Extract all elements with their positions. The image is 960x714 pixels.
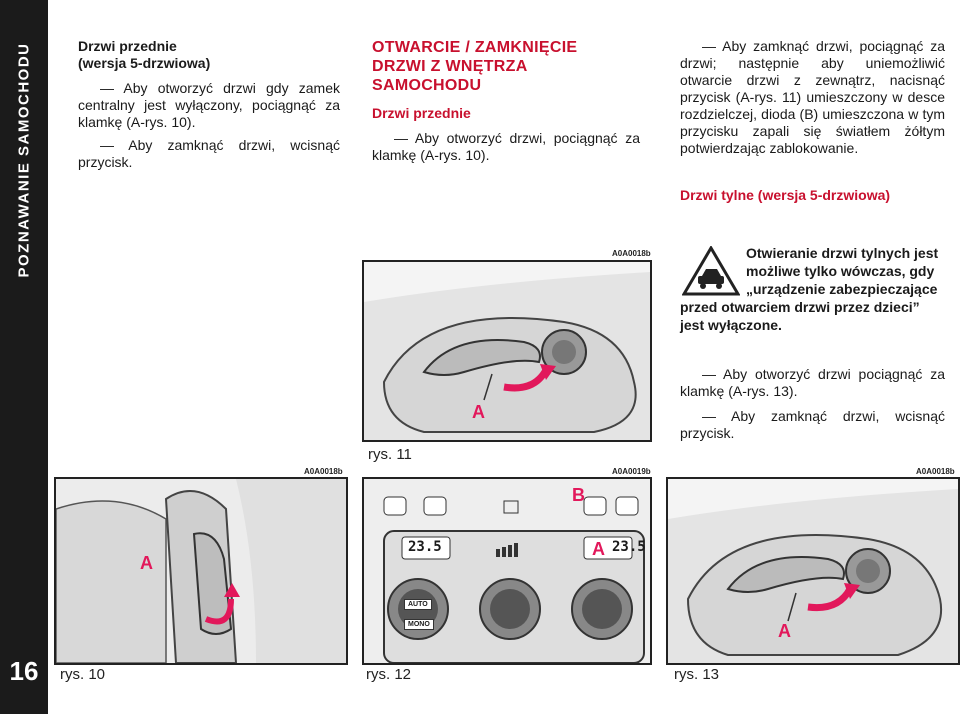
column-2: OTWARCIE / ZAMKNIĘCIE DRZWI Z WNĘTRZA SA…	[372, 38, 640, 164]
door-interior-illustration	[56, 479, 346, 663]
paragraph: — Aby zamknąć drzwi, pociągnąć za drzwi;…	[680, 38, 945, 156]
figure-caption: rys. 11	[368, 446, 412, 463]
mono-button: MONO	[404, 619, 434, 630]
label-a: A	[472, 402, 485, 422]
subheading: Drzwi tylne (wersja 5-drzwiowa)	[680, 187, 891, 203]
display-right: 23.5	[612, 539, 646, 555]
warning-text: Otwieranie drzwi tylnych jest możliwe ty…	[680, 245, 939, 333]
label-a: A	[140, 553, 153, 573]
figure-caption: rys. 10	[60, 666, 106, 683]
figure-code: A0A0018b	[304, 467, 343, 476]
page-number: 16	[9, 656, 39, 686]
auto-button: AUTO	[404, 599, 432, 610]
column-3: — Aby zamknąć drzwi, pociągnąć za drzwi;…	[680, 38, 945, 204]
paragraph: — Aby otworzyć drzwi, pociągnąć za klamk…	[372, 130, 640, 163]
figure-code: A0A0018b	[916, 467, 955, 476]
figure-caption: rys. 12	[366, 666, 412, 683]
figure-11: A	[362, 260, 652, 442]
figure-10: A	[54, 477, 348, 665]
figure-caption: rys. 13	[674, 666, 720, 683]
sidebar: POZNAWANIE SAMOCHODU 16	[0, 0, 48, 714]
rear-door-handle-illustration	[668, 489, 958, 663]
door-handle-illustration	[364, 272, 650, 440]
figure-13: A	[666, 477, 960, 665]
paragraph: — Aby otworzyć drzwi pociągnąć za klamkę…	[680, 366, 945, 399]
figure-code: A0A0019b	[612, 467, 651, 476]
label-a: A	[592, 539, 605, 559]
dashboard-climate-illustration	[364, 479, 650, 663]
label-b: B	[572, 485, 585, 505]
paragraph: — Aby otworzyć drzwi gdy zamek centralny…	[78, 80, 340, 130]
subheading: Drzwi przednie	[372, 105, 471, 121]
figure-12: B A 23.5 23.5 AUTO MONO	[362, 477, 652, 665]
paragraph: — Aby zamknąć drzwi, wcisnąć przycisk.	[78, 137, 340, 170]
label-a: A	[778, 621, 791, 641]
heading-front-doors: Drzwi przednie (wersja 5-drzwiowa)	[78, 38, 211, 71]
column-1: Drzwi przednie (wersja 5-drzwiowa) — Aby…	[78, 38, 340, 171]
figure-code: A0A0018b	[612, 249, 651, 258]
warning-box: Otwieranie drzwi tylnych jest możliwe ty…	[680, 244, 945, 334]
paragraph: — Aby zamknąć drzwi, wcisnąć przycisk.	[680, 408, 945, 441]
column-3-lower: — Aby otworzyć drzwi pociągnąć za klamkę…	[680, 366, 945, 442]
warning-car-icon	[682, 246, 740, 296]
section-title: POZNAWANIE SAMOCHODU	[15, 42, 33, 278]
display-left: 23.5	[408, 539, 442, 555]
section-heading: OTWARCIE / ZAMKNIĘCIE DRZWI Z WNĘTRZA SA…	[372, 39, 578, 94]
